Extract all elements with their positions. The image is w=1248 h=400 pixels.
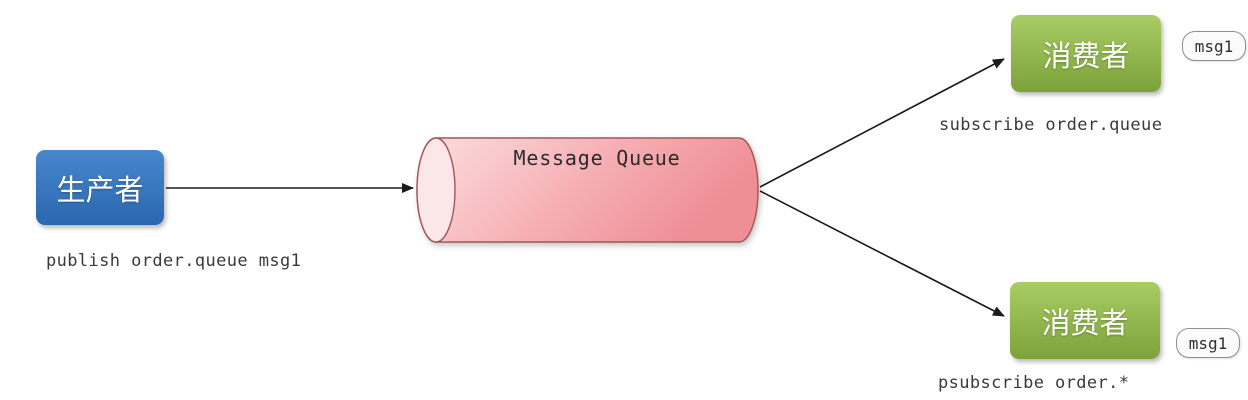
producer-label: 生产者: [56, 174, 144, 207]
message-badge-2-label: msg1: [1188, 333, 1228, 353]
consumer-label-2: 消费者: [1041, 307, 1129, 340]
arrow-queue-to-consumer-1: [759, 58, 1005, 188]
queue-label: Message Queue: [513, 146, 681, 170]
consumer-node-1: 消费者: [1011, 15, 1161, 92]
queue-cylinder-cap: [416, 137, 456, 243]
message-badge-1: msg1: [1182, 31, 1246, 61]
consumer-label-1: 消费者: [1042, 40, 1130, 73]
queue-cylinder: [416, 137, 759, 243]
message-badge-1-label: msg1: [1194, 36, 1234, 56]
producer-caption: publish order.queue msg1: [46, 251, 302, 271]
producer-node: 生产者: [36, 150, 164, 225]
consumer-caption-1: subscribe order.queue: [939, 115, 1163, 135]
consumer-caption-2: psubscribe order.*: [938, 373, 1130, 393]
consumer-node-2: 消费者: [1010, 282, 1160, 359]
arrow-queue-to-consumer-2: [759, 190, 1005, 317]
message-badge-2: msg1: [1176, 328, 1240, 358]
